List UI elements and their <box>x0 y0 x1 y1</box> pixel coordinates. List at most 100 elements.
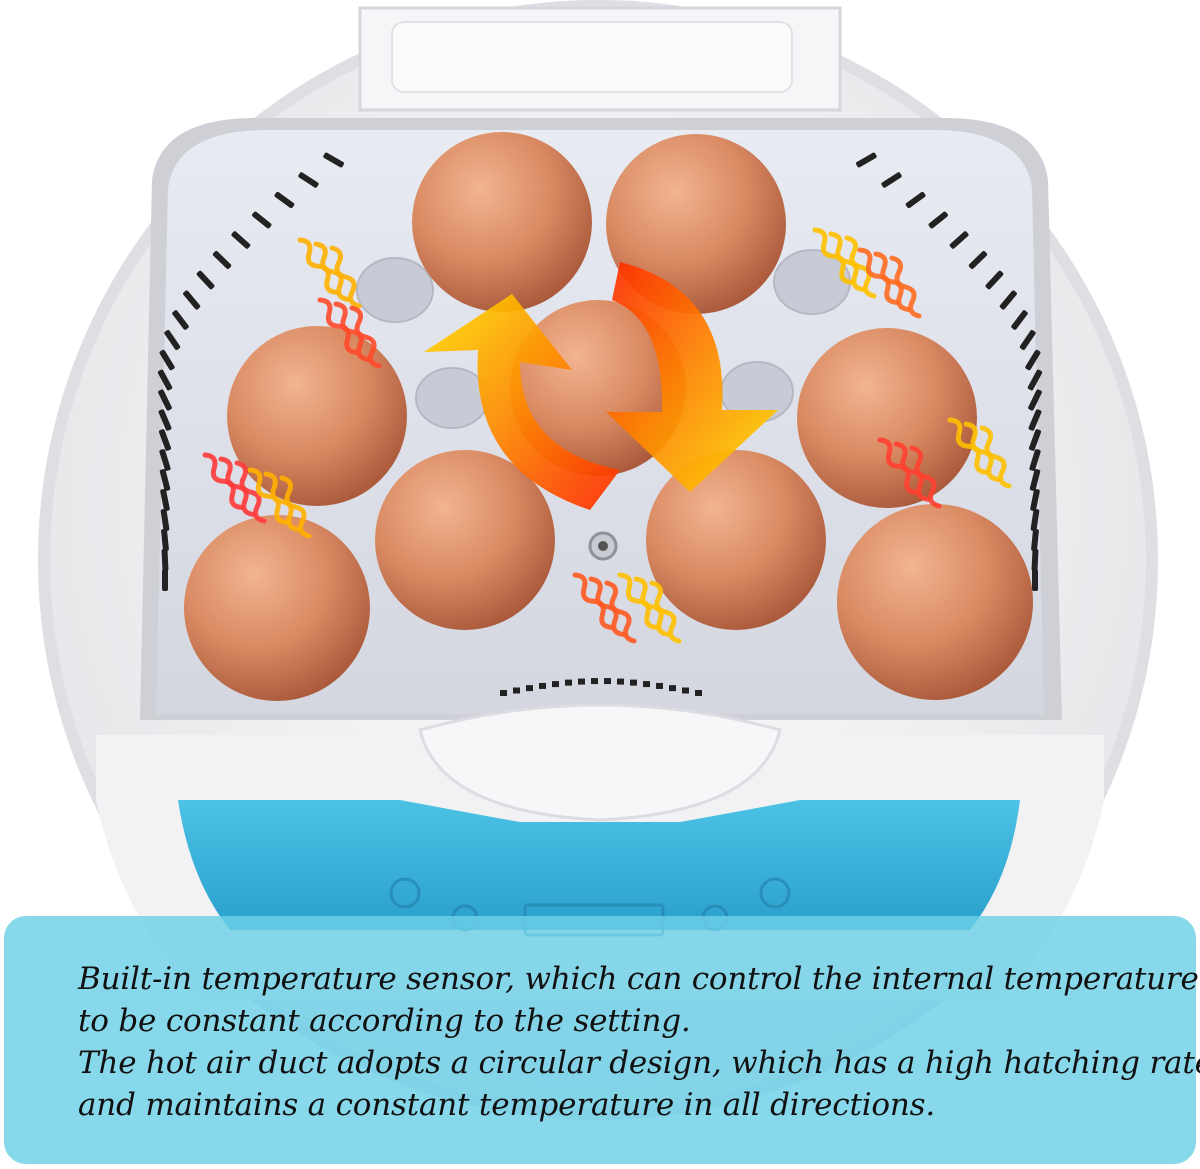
egg <box>227 326 407 506</box>
heat-wave <box>963 421 1001 482</box>
vent-slot <box>999 290 1017 310</box>
vent-slot <box>1011 310 1028 330</box>
vent-slot <box>604 678 611 685</box>
vent-slot <box>160 488 170 512</box>
vent-slot <box>162 569 168 591</box>
heat-wave <box>947 417 990 475</box>
heat-wave <box>202 452 245 510</box>
heat-wave <box>588 576 626 637</box>
vent-slot <box>513 687 520 694</box>
heat-wave <box>649 580 682 644</box>
vent-slot <box>196 270 215 290</box>
vent-slot <box>1028 429 1042 451</box>
heat-wave <box>893 441 931 502</box>
heat-wave <box>349 305 382 369</box>
vent-slot <box>212 251 232 269</box>
vent-slot <box>1030 488 1040 512</box>
caption-line-3: The hot air duct adopts a circular desig… <box>78 1045 1200 1081</box>
vent-slot <box>630 679 637 686</box>
vent-slot <box>856 152 877 168</box>
vent-slot <box>298 172 319 188</box>
caption-line-2: to be constant according to the setting. <box>78 1003 691 1039</box>
vent-slot <box>500 690 507 696</box>
vent-slot <box>985 270 1004 290</box>
heat-wave <box>604 580 637 644</box>
vent-slot <box>656 682 663 689</box>
vent-slot <box>159 469 171 491</box>
heat-wave <box>812 227 855 285</box>
vent-slot <box>1028 389 1042 411</box>
vent-slot <box>643 681 650 688</box>
egg <box>184 515 370 701</box>
heat-wave <box>297 237 340 295</box>
vent-slot <box>1029 469 1041 491</box>
heat-wave <box>844 235 877 299</box>
heat-wave <box>979 425 1012 489</box>
vent-slot <box>183 290 201 310</box>
vent-slot <box>617 678 624 685</box>
egg <box>797 328 977 508</box>
vent-slot <box>160 508 170 532</box>
vent-slot <box>578 678 585 685</box>
vent-slot <box>539 682 546 689</box>
vent-slot <box>252 211 272 229</box>
heat-wave <box>247 467 290 525</box>
vent-slot <box>161 528 169 552</box>
heat-wave <box>329 245 362 309</box>
vent-slot <box>905 191 926 209</box>
air-vents <box>157 152 1043 696</box>
heat-wave <box>279 475 312 539</box>
heat-wave <box>889 255 922 319</box>
vent-slot <box>695 690 702 696</box>
heat-wave <box>313 241 351 302</box>
vent-slot <box>159 449 171 471</box>
vent-slot <box>158 389 172 411</box>
heat-wave <box>828 231 866 292</box>
heat-waves <box>202 227 1012 644</box>
temperature-sensor <box>588 531 618 561</box>
vent-slot <box>968 251 988 269</box>
caption-box: Built-in temperature sensor, which can c… <box>4 916 1200 1164</box>
egg <box>837 504 1033 700</box>
vent-slot <box>669 685 676 692</box>
vent-slot <box>949 231 969 249</box>
vent-slot <box>1029 449 1041 471</box>
vent-slot <box>1025 349 1041 371</box>
vent-slot <box>231 231 251 249</box>
vent-slot <box>591 678 598 685</box>
vent-slot <box>1019 330 1036 350</box>
vent-slot <box>1031 548 1039 572</box>
vent-slot <box>552 681 559 688</box>
vent-slot <box>164 330 181 350</box>
vent-slot <box>161 548 169 572</box>
heat-wave <box>234 460 267 524</box>
heat-wave <box>857 247 900 305</box>
heat-wave <box>572 572 615 630</box>
vent-slot <box>1027 369 1043 391</box>
heat-wave <box>617 572 660 630</box>
vent-slot <box>526 685 533 692</box>
vent-slot <box>682 687 689 694</box>
vent-slot <box>157 369 173 391</box>
hot-air-circulation-arrows <box>424 262 778 510</box>
heat-wave <box>317 297 360 355</box>
vent-slot <box>1031 528 1039 552</box>
vent-slot <box>323 152 344 168</box>
caption-line-1: Built-in temperature sensor, which can c… <box>78 961 1199 997</box>
vent-slot <box>1032 569 1038 591</box>
vent-slot <box>158 409 172 431</box>
vent-slot <box>1028 409 1042 431</box>
caption-line-4: and maintains a constant temperature in … <box>78 1087 936 1123</box>
vent-slot <box>1030 508 1040 532</box>
heat-wave <box>909 445 942 509</box>
heat-wave <box>633 576 671 637</box>
vent-slot <box>159 349 175 371</box>
vent-slot <box>928 211 948 229</box>
heat-wave <box>218 456 256 517</box>
vent-slot <box>172 310 189 330</box>
egg <box>412 132 592 312</box>
egg <box>606 134 786 314</box>
heat-wave <box>877 437 920 495</box>
egg <box>375 450 555 630</box>
vent-slot <box>158 429 172 451</box>
